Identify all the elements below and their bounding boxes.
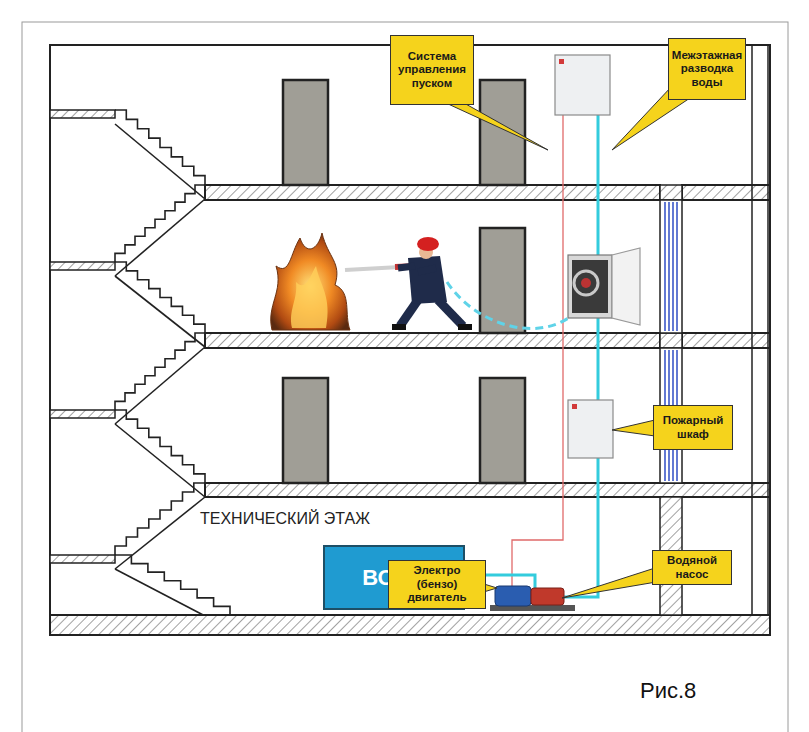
fire [271,233,350,330]
firefighter [345,237,472,330]
stair-steps [115,110,205,185]
floor-slabs [50,185,770,635]
stair-underside [115,199,205,276]
wall-column [660,45,768,615]
callout-box: Электро (бензо) двигатель [388,560,486,609]
node-text: Электро (бензо) двигатель [393,564,481,605]
doors [283,80,525,483]
stair-steps [115,410,205,483]
node-text: Пожарный шкаф [658,414,728,441]
figure-caption: Рис.8 [640,678,696,704]
stair-underside [115,124,205,199]
stair-underside [115,497,205,569]
callout-tails [446,86,690,598]
landings [50,110,115,563]
building-outline [50,45,770,635]
fire-cabinets [555,55,640,458]
callout-box: Пожарный шкаф [653,405,733,450]
stair-underside [115,347,205,424]
callout-box: Система управления пуском [390,35,474,105]
node-text: Водяной насос [657,554,727,581]
pump-motor [490,586,575,611]
stair-steps [115,333,205,410]
stair-underside [115,276,205,347]
stair-steps [115,262,205,333]
callout-box: Межэтажная разводка воды [668,38,746,100]
pipes [447,110,598,597]
stair-steps [115,185,205,262]
stair-underside [115,424,205,497]
stair-steps [115,555,230,615]
frame [22,22,788,732]
stair-steps [115,483,205,555]
callout-box: Водяной насос [652,550,732,585]
node-text: Система управления пуском [395,50,469,91]
node-text: Межэтажная разводка воды [672,49,742,90]
floor-label: ТЕХНИЧЕСКИЙ ЭТАЖ [200,510,370,528]
